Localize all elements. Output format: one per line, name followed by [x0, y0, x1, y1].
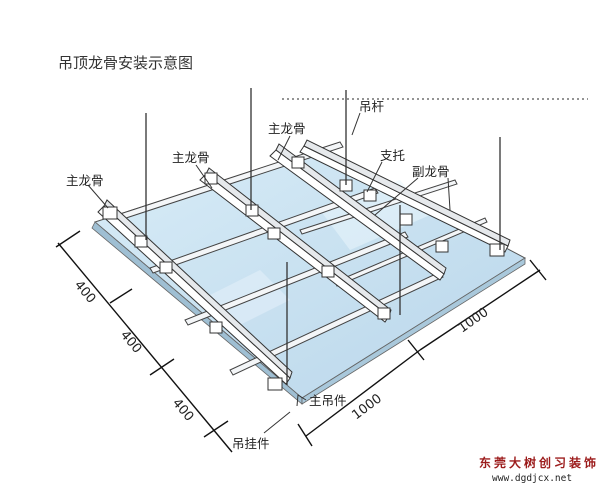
dimension-left-3: 400 [169, 396, 196, 425]
label-main-keel-right: 主龙骨 [268, 121, 306, 136]
dimension-bottom: 1000 [349, 391, 384, 423]
watermark-url: www.dgdjcx.net [492, 473, 572, 484]
dimension-lines [55, 230, 547, 453]
leader-lines [87, 112, 451, 434]
label-secondary-keel: 副龙骨 [412, 164, 450, 179]
dimension-left-2: 400 [117, 328, 144, 357]
keel-clips [102, 156, 505, 391]
dimension-right: 1000 [456, 305, 492, 336]
watermark-brand: 东莞大树创习装饰 [479, 455, 599, 470]
label-main-keel-mid: 主龙骨 [172, 150, 210, 165]
label-hanging-piece: 吊挂件 [232, 436, 270, 451]
diagram-title: 吊顶龙骨安装示意图 [58, 54, 193, 72]
label-hanger-rod: 吊杆 [359, 99, 385, 114]
dimension-left-1: 400 [71, 278, 98, 307]
label-main-keel-left: 主龙骨 [66, 173, 104, 188]
secondary-keels [119, 141, 488, 376]
label-main-hanger: 主吊件 [309, 393, 347, 408]
hanger-rods [145, 88, 501, 385]
label-support: 支托 [380, 148, 405, 163]
